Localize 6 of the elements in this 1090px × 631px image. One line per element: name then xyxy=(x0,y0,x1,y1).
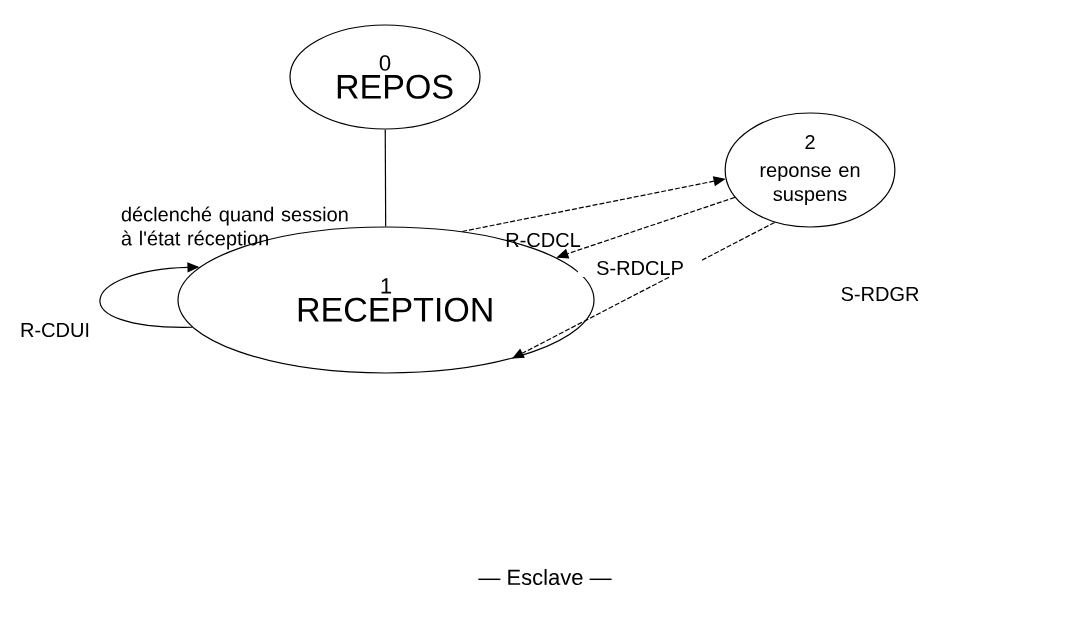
edge-label: S-RDCLP xyxy=(578,258,702,278)
edge-label: déclenché quand session à l'état réception xyxy=(121,206,348,250)
edge-label: S-RDGR xyxy=(841,286,919,302)
edge-label: R-CDCL xyxy=(506,232,581,248)
caption: — Esclave — xyxy=(478,568,612,586)
edge-label: R-CDUI xyxy=(21,322,89,338)
